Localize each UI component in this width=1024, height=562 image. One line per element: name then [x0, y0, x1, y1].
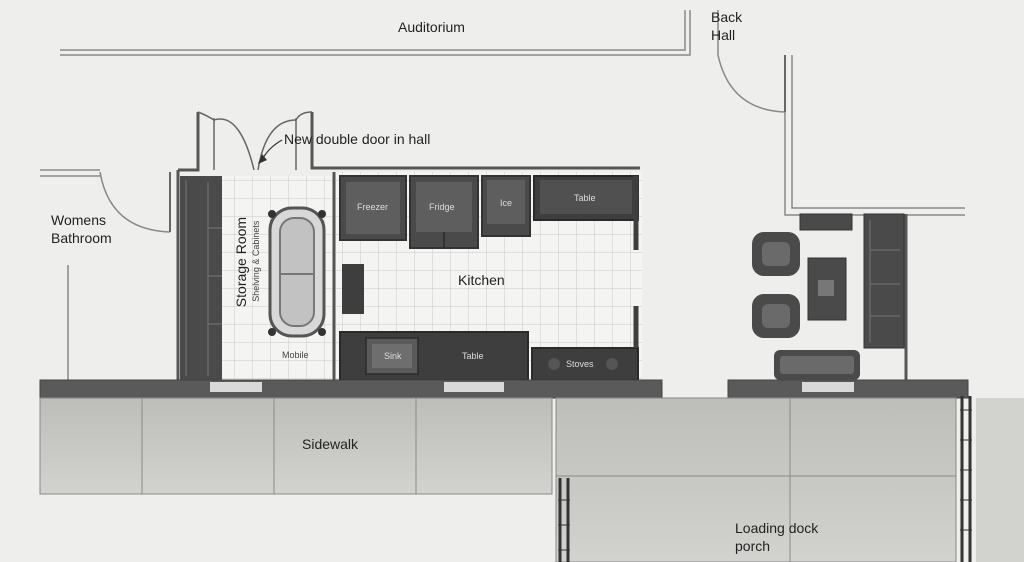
new-door-label: New double door in hall — [284, 131, 431, 147]
ice-label: Ice — [500, 198, 513, 208]
mobile-label: Mobile — [282, 350, 309, 360]
kitchen-walls — [176, 112, 640, 382]
sink-label: Sink — [384, 351, 402, 361]
prep-table — [342, 264, 364, 314]
loading-dock-label-line1: Loading dock — [735, 520, 819, 536]
double-door — [197, 111, 313, 171]
sink — [365, 337, 419, 375]
loading-dock-label-line2: porch — [735, 538, 771, 554]
armchair-top — [752, 232, 800, 276]
auditorium-label: Auditorium — [398, 19, 465, 35]
loading-dock — [555, 397, 957, 562]
armchair-bottom — [752, 294, 800, 338]
storage-room-sublabel: Shelving & Cabinets — [250, 220, 261, 302]
door-arrow-head — [258, 154, 267, 164]
storage-room-label: Storage Room — [232, 216, 249, 308]
womens-bathroom-label-line1: Womens — [51, 212, 106, 228]
storage-shelving — [180, 176, 222, 380]
freezer — [339, 175, 407, 241]
womens-bathroom-label-line2: Bathroom — [51, 230, 112, 246]
table-bottom-label: Table — [462, 351, 484, 361]
stoves-label: Stoves — [566, 359, 594, 369]
sidewalk-label: Sidewalk — [302, 436, 359, 452]
table-top-label: Table — [574, 193, 596, 203]
ice-machine — [481, 175, 531, 237]
back-hall-label-line2: Hall — [711, 27, 736, 43]
fridge — [409, 175, 479, 249]
coffee-table — [807, 257, 847, 321]
back-hall-door-swing — [717, 54, 786, 113]
lounge-area — [752, 213, 908, 380]
kitchen-label: Kitchen — [458, 272, 505, 288]
sidewalk — [39, 397, 553, 495]
railing-right — [960, 396, 972, 562]
fridge-label: Fridge — [429, 202, 455, 212]
table-top — [533, 175, 639, 250]
freezer-label: Freezer — [357, 202, 389, 212]
back-hall-label-line1: Back — [711, 9, 743, 25]
bathroom-door-swing — [99, 171, 171, 233]
sofa — [774, 350, 860, 380]
exterior-wall — [39, 379, 663, 399]
mobile-cart — [268, 206, 326, 338]
railing-left — [558, 478, 570, 562]
womens-bathroom-walls — [40, 169, 100, 380]
